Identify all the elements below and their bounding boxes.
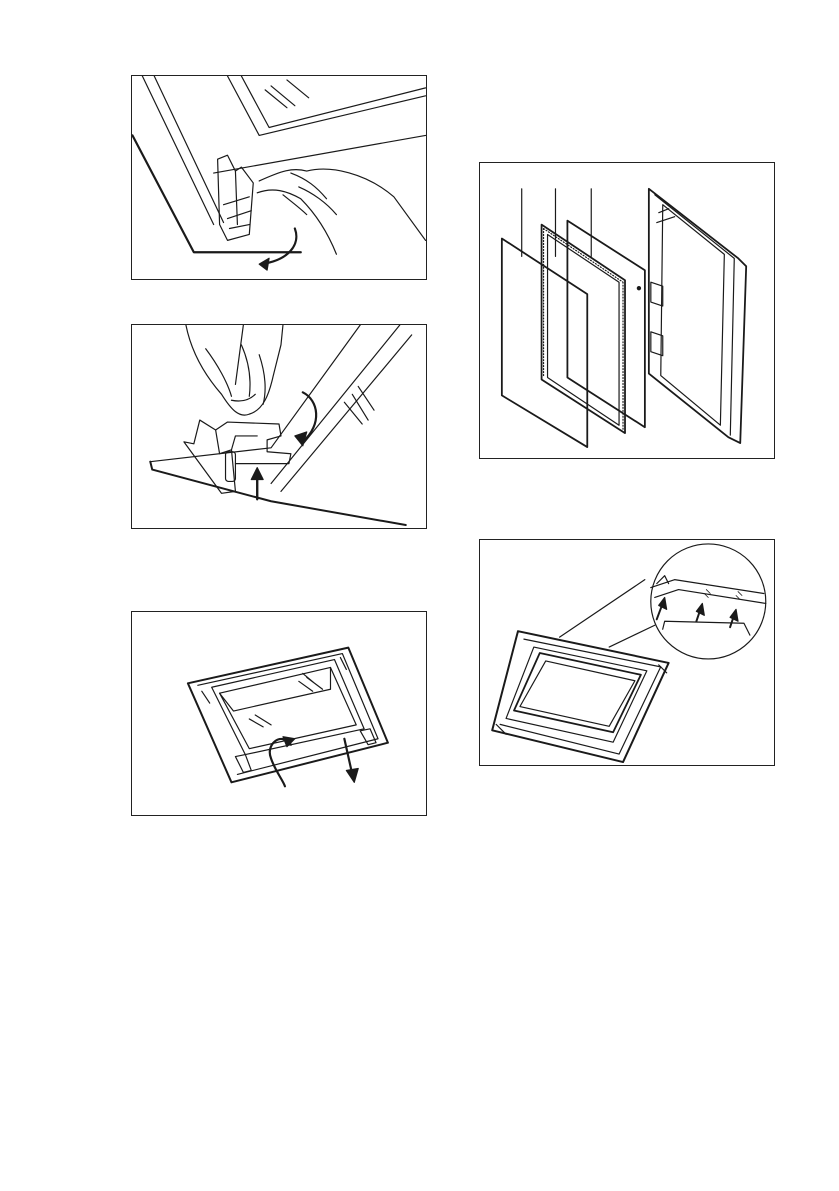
figure-hinge-release xyxy=(131,75,427,280)
figure-panel-removal xyxy=(131,611,427,816)
figure-glass-reinstall xyxy=(479,539,775,766)
figure-glass-panels-exploded xyxy=(479,162,775,459)
figure-hinge-lift xyxy=(131,324,427,529)
